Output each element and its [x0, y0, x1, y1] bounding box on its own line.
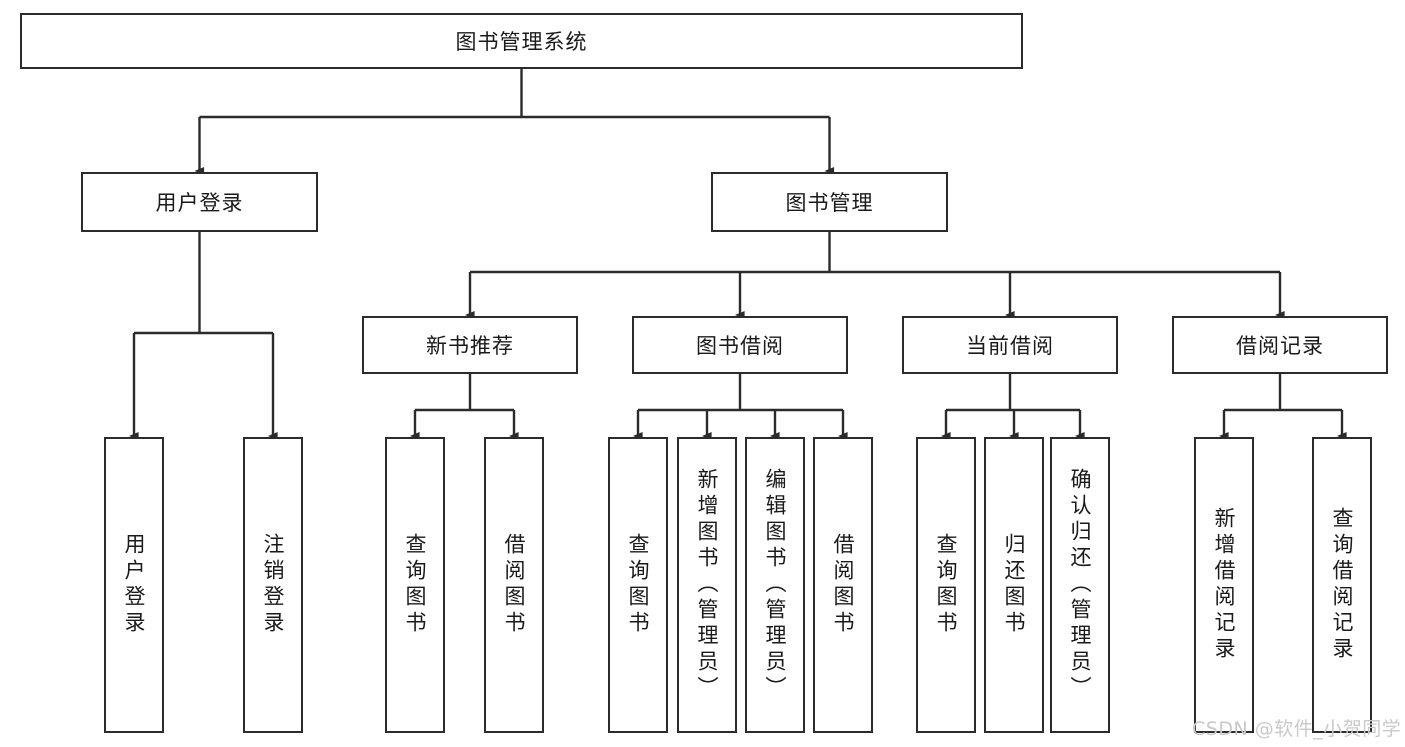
node-label: 查询图书	[403, 533, 428, 637]
node-label: 新增借阅记录	[1212, 507, 1237, 663]
node-n1[interactable]: 查询图书	[385, 437, 445, 733]
node-c3[interactable]: 确认归还（管理员）	[1050, 437, 1110, 733]
node-label: 查询图书	[626, 533, 651, 637]
node-b3[interactable]: 编辑图书（管理员）	[745, 437, 805, 733]
node-label: 用户登录	[155, 191, 244, 215]
node-bookmgmt[interactable]: 图书管理	[711, 172, 948, 232]
node-label: 借阅记录	[1236, 334, 1324, 358]
node-label: 查询图书	[934, 533, 959, 637]
node-c2[interactable]: 归还图书	[984, 437, 1044, 733]
node-label: 当前借阅	[966, 334, 1054, 358]
csdn-watermark: CSDN @软件_小贺同学	[1192, 718, 1402, 740]
node-label: 图书借阅	[696, 334, 784, 358]
node-records[interactable]: 借阅记录	[1172, 316, 1388, 374]
node-root[interactable]: 图书管理系统	[20, 13, 1023, 69]
node-label: 编辑图书（管理员）	[763, 468, 788, 702]
node-label: 新增图书（管理员）	[695, 468, 720, 702]
node-label: 图书管理系统	[455, 30, 588, 54]
node-login[interactable]: 用户登录	[81, 172, 318, 232]
node-newbook[interactable]: 新书推荐	[362, 316, 578, 374]
node-l1[interactable]: 用户登录	[104, 437, 164, 733]
node-b2[interactable]: 新增图书（管理员）	[677, 437, 737, 733]
node-label: 用户登录	[122, 533, 147, 637]
node-b4[interactable]: 借阅图书	[813, 437, 873, 733]
node-label: 注销登录	[261, 533, 286, 637]
node-label: 借阅图书	[502, 533, 527, 637]
node-r2[interactable]: 查询借阅记录	[1312, 437, 1372, 733]
node-borrow[interactable]: 图书借阅	[632, 316, 848, 374]
node-label: 图书管理	[785, 191, 874, 215]
node-n2[interactable]: 借阅图书	[484, 437, 544, 733]
node-current[interactable]: 当前借阅	[902, 316, 1118, 374]
node-c1[interactable]: 查询图书	[916, 437, 976, 733]
node-l2[interactable]: 注销登录	[243, 437, 303, 733]
node-label: 借阅图书	[831, 533, 856, 637]
node-label: 归还图书	[1002, 533, 1027, 637]
node-b1[interactable]: 查询图书	[608, 437, 668, 733]
node-label: 确认归还（管理员）	[1068, 468, 1093, 702]
node-label: 新书推荐	[426, 334, 514, 358]
node-label: 查询借阅记录	[1330, 507, 1355, 663]
node-r1[interactable]: 新增借阅记录	[1194, 437, 1254, 733]
